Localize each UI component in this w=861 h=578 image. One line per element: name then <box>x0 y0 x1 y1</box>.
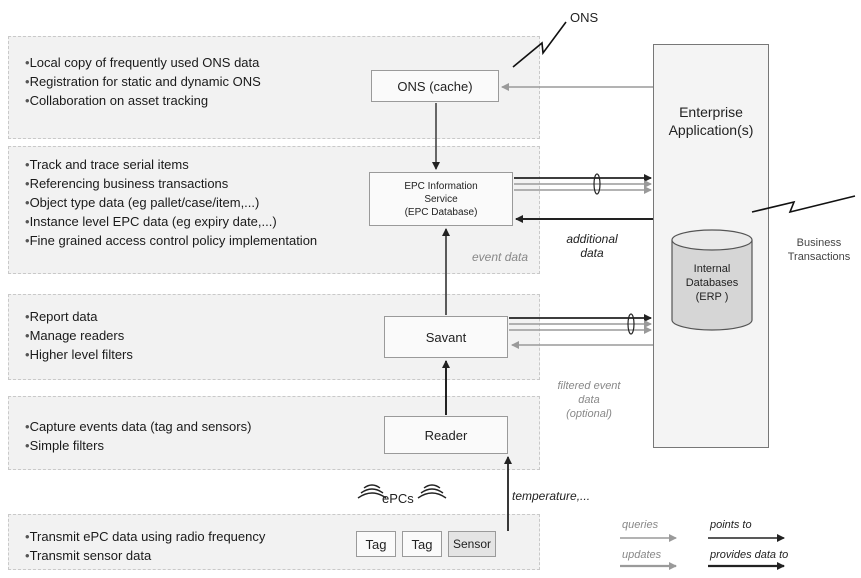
bullet-item: Object type data (eg pallet/case/item,..… <box>25 193 317 212</box>
bullet-item: Simple filters <box>25 436 251 455</box>
business-transactions-label: Business Transactions <box>787 237 851 263</box>
bullet-item: Referencing business transactions <box>25 174 317 193</box>
tag-layer-bullets: Transmit ePC data using radio frequency … <box>25 527 266 565</box>
epc-information-service-box: EPC Information Service (EPC Database) <box>369 172 513 226</box>
legend-provides-label: provides data to <box>710 549 789 561</box>
sensor-box: Sensor <box>448 531 496 557</box>
epcis-layer-bullets: Track and trace serial items Referencing… <box>25 155 318 250</box>
additional-data-label: additional data <box>566 232 618 260</box>
legend-queries-label: queries <box>622 519 659 531</box>
bundle-ring <box>627 313 635 335</box>
legend-updates-label: updates <box>622 549 662 561</box>
bullet-item: Registration for static and dynamic ONS <box>25 72 261 91</box>
radio-wave-icon <box>357 484 387 499</box>
bullet-item: Capture events data (tag and sensors) <box>25 417 252 436</box>
bullet-item: Instance level EPC data (eg expiry date,… <box>25 212 317 231</box>
business-lightning-icon <box>751 195 856 214</box>
ons-lightning-icon <box>512 21 567 68</box>
ons-layer-bullets: Local copy of frequently used ONS data R… <box>25 53 261 110</box>
bullet-item: Track and trace serial items <box>25 155 317 174</box>
bullet-item: Transmit ePC data using radio frequency <box>25 527 266 546</box>
tag-box: Tag <box>402 531 442 557</box>
enterprise-title: Enterprise Application(s) <box>668 104 754 138</box>
savant-box: Savant <box>384 316 508 358</box>
bullet-item: Transmit sensor data <box>25 546 265 565</box>
radio-wave-icon <box>417 484 447 499</box>
database-label: Internal Databases (ERP ) <box>685 263 739 303</box>
filtered-event-data-label: filtered event data (optional) <box>557 380 621 420</box>
savant-layer-bullets: Report data Manage readers Higher level … <box>25 307 133 364</box>
bullet-item: Local copy of frequently used ONS data <box>25 53 261 72</box>
ons-cache-box: ONS (cache) <box>371 70 499 102</box>
temperature-label: temperature,... <box>512 489 591 503</box>
event-data-label: event data <box>472 250 529 264</box>
bundle-ring <box>593 173 601 195</box>
bullet-item: Fine grained access control policy imple… <box>25 231 318 250</box>
tag-layer: Transmit ePC data using radio frequency … <box>8 514 540 570</box>
epcs-label: ePCs <box>382 491 414 506</box>
bullet-item: Higher level filters <box>25 345 133 364</box>
tag-box: Tag <box>356 531 396 557</box>
legend-points-to-label: points to <box>710 519 752 531</box>
bullet-item: Manage readers <box>25 326 133 345</box>
bullet-item: Collaboration on asset tracking <box>25 91 261 110</box>
reader-layer-bullets: Capture events data (tag and sensors) Si… <box>25 417 252 455</box>
ons-label: ONS <box>570 10 599 25</box>
reader-box: Reader <box>384 416 508 454</box>
bullet-item: Report data <box>25 307 133 326</box>
database-icon <box>671 229 753 331</box>
